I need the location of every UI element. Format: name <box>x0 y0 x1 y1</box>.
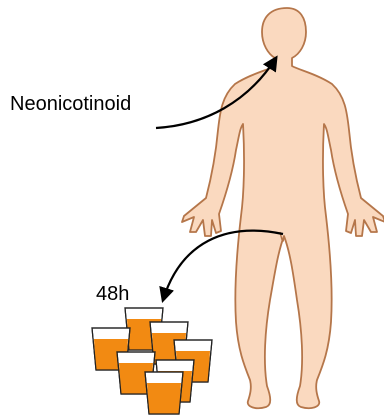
urine-cup-icon <box>92 308 212 414</box>
duration-label: 48h <box>96 283 129 305</box>
human-body-icon <box>182 8 384 408</box>
neonicotinoid-label: Neonicotinoid <box>10 93 131 115</box>
